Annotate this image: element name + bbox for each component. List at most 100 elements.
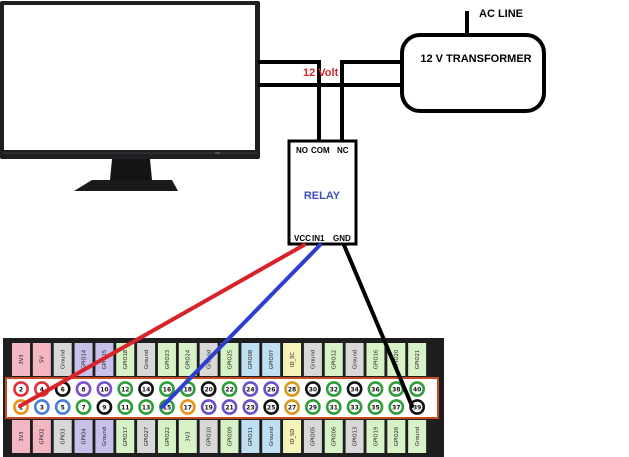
gpio-pin-number: 15	[163, 404, 171, 411]
gpio-top-label: 5V	[40, 356, 46, 363]
gpio-pin-bottom	[263, 399, 280, 415]
gpio-bottom-label-strip	[95, 420, 114, 453]
gpio-pin-top	[200, 381, 217, 397]
gpio-bottom-label: GPIO09	[227, 427, 233, 446]
gpio-pin-top	[242, 381, 259, 397]
ac-line-label: AC LINE	[479, 8, 523, 20]
gpio-top-label: GPIO18	[123, 350, 129, 369]
gpio-top-label: 3V3	[19, 354, 25, 364]
gpio-top-label-strip	[241, 343, 260, 376]
gpio-bottom-label-strip	[262, 420, 281, 453]
monitor-stand-base	[74, 180, 178, 191]
gpio-pin-bottom	[325, 399, 342, 415]
gpio-top-label: GPIO12	[332, 350, 338, 369]
gpio-bottom-label-strip	[241, 420, 260, 453]
gpio-pin-top	[159, 381, 175, 397]
voltage-label: 12 Volt	[303, 67, 339, 79]
gpio-pin-top	[284, 381, 300, 397]
monitor-stand-neck	[110, 159, 152, 180]
gpio-top-label-strip	[262, 343, 281, 376]
gpio-top-label-strip	[283, 343, 302, 376]
gpio-pin-number: 21	[225, 404, 233, 411]
relay-nc-label: NC	[337, 146, 349, 155]
gpio-bottom-label: GPIO4	[81, 428, 87, 445]
gpio-pin-top	[138, 381, 154, 397]
gpio-pin-number: 14	[142, 386, 150, 393]
gpio-bottom-label: Ground	[415, 427, 421, 446]
gpio-pin-number: 34	[350, 386, 358, 393]
gpio-top-label: GPIO21	[415, 350, 421, 369]
gpio-pin-bottom	[242, 399, 259, 415]
gpio-pin-number: 23	[246, 404, 254, 411]
gpio-pin-bottom	[75, 399, 92, 415]
gpio-pin-number: 20	[204, 386, 212, 393]
wire-black-gnd	[342, 243, 414, 408]
relay-in1-label: IN1	[312, 234, 325, 243]
gpio-top-label-strip	[387, 343, 406, 376]
gpio-bottom-label-strip	[345, 420, 364, 453]
gpio-top-label: GPIO16	[373, 350, 379, 369]
gpio-bottom-label-strip	[220, 420, 239, 453]
gpio-bottom-label: GPIO13	[352, 427, 358, 446]
gpio-top-label: GPIO25	[227, 350, 233, 369]
gpio-top-label: GPIO23	[165, 350, 171, 369]
gpio-pin-top	[117, 381, 134, 397]
gpio-top-label-strip	[157, 343, 176, 376]
gpio-bottom-label: 3V3	[186, 431, 192, 441]
gpio-pin-top	[346, 381, 363, 397]
gpio-pin-bottom	[304, 399, 321, 415]
gpio-pin-bottom	[96, 399, 113, 415]
gpio-pin-number: 31	[330, 404, 338, 411]
gpio-pin-number: 17	[184, 404, 192, 411]
gpio-pin-bottom	[200, 399, 217, 415]
relay-title: RELAY	[304, 190, 341, 202]
gpio-pin-top	[409, 381, 426, 397]
gpio-pin-top	[75, 381, 92, 397]
gpio-pin-top	[13, 381, 29, 397]
gpio-bottom-label: GPIO27	[144, 427, 150, 446]
gpio-pin-number: 40	[413, 386, 421, 393]
gpio-bottom-label: 3V3	[19, 431, 25, 441]
gpio-bottom-label-strip	[178, 420, 197, 453]
gpio-pin-number: 37	[392, 404, 400, 411]
gpio-bottom-label: ID_SD	[290, 429, 296, 444]
gpio-pin-number: 27	[288, 404, 296, 411]
gpio-bottom-label-strip	[32, 420, 51, 453]
gpio-bottom-label-strip	[116, 420, 135, 453]
gpio-bottom-label-strip	[74, 420, 93, 453]
gpio-pin-number: 32	[330, 386, 338, 393]
gpio-bottom-label: GPIO05	[311, 427, 317, 446]
gpio-bottom-label-strip	[408, 420, 427, 453]
gpio-pin-bottom	[117, 399, 134, 415]
wire-transformer-to-relay-nc	[340, 60, 402, 141]
gpio-bottom-label-strip	[157, 420, 176, 453]
gpio-top-label: GPIO24	[186, 349, 192, 369]
gpio-top-label: Ground	[144, 350, 150, 369]
gpio-bottom-label: Ground	[269, 427, 275, 446]
gpio-top-label: GPIO20	[394, 350, 400, 369]
gpio-bottom-label-strip	[366, 420, 385, 453]
gpio-pin-bottom	[388, 399, 405, 415]
gpio-top-label: GPIO14	[81, 349, 87, 369]
gpio-bottom-label: GPIO19	[373, 427, 379, 446]
gpio-pin-number: 1	[19, 404, 23, 411]
gpio-top-label-strip	[116, 343, 135, 376]
gpio-bottom-label: GPIO06	[332, 427, 338, 446]
gpio-pin-number: 33	[350, 404, 358, 411]
relay-com-label: COM	[311, 146, 330, 155]
wire-blue-in1	[160, 243, 322, 409]
gpio-pin-bottom	[138, 399, 154, 415]
gpio-pin-number: 18	[184, 386, 192, 393]
control-wires	[18, 243, 414, 409]
gpio-pin-number: 38	[392, 386, 400, 393]
gpio-top-label: Ground	[352, 350, 358, 369]
gpio-top-label-strip	[32, 343, 51, 376]
gpio-pin-number: 5	[61, 404, 65, 411]
gpio-pin-top	[367, 381, 384, 397]
gpio-bottom-label: GPIO10	[206, 427, 212, 446]
gpio-pin-number: 4	[40, 386, 44, 393]
gpio-pin-bottom	[367, 399, 384, 415]
gpio-top-label-strip	[220, 343, 239, 376]
gpio-pin-number: 36	[371, 386, 379, 393]
